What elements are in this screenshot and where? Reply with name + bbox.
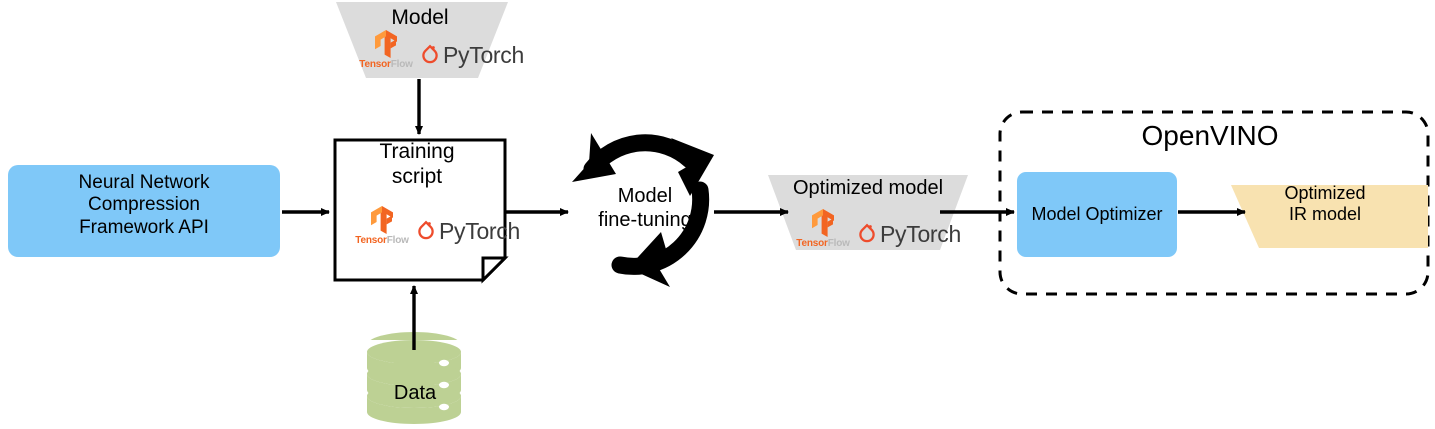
optimized-ir-model-trapezoid bbox=[1231, 185, 1428, 248]
model-optimizer-box[interactable] bbox=[1017, 172, 1177, 257]
fine-tuning-arrowhead-top bbox=[671, 138, 714, 196]
training-script-fold-icon bbox=[481, 256, 509, 284]
training-script-document bbox=[333, 138, 507, 282]
fine-tuning-arrowhead-left bbox=[572, 133, 616, 182]
model-trapezoid bbox=[336, 2, 508, 78]
fine-tuning-arrowhead-bottom bbox=[628, 232, 670, 287]
data-cylinder bbox=[367, 332, 461, 424]
nncf-api-box[interactable] bbox=[8, 165, 280, 257]
optimized-model-trapezoid bbox=[768, 175, 968, 250]
fine-tuning-cycle-icon bbox=[583, 134, 710, 275]
